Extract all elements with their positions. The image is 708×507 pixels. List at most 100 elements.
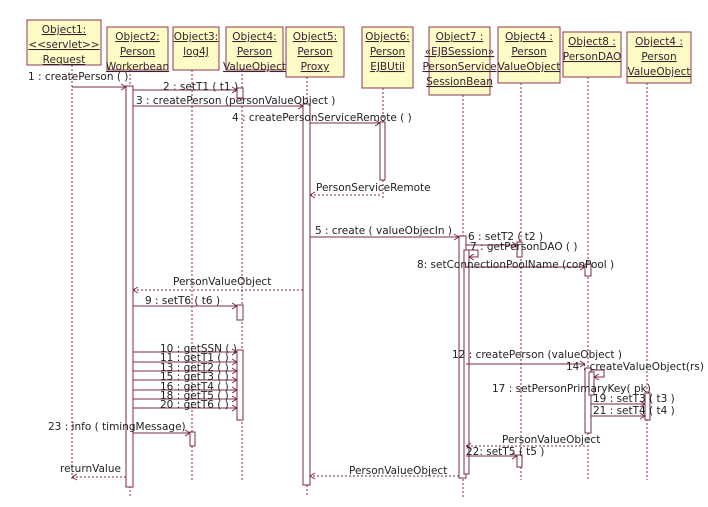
object-label: Object6:	[365, 31, 409, 43]
arrow-head	[231, 404, 238, 412]
object-label: Object4 :	[505, 31, 553, 43]
message-label: 2 : setT1 ( t1 )	[163, 81, 238, 93]
activation-bar	[588, 371, 595, 396]
arrow-head	[231, 376, 238, 384]
arrow-head	[231, 386, 238, 394]
object-box-6	[361, 26, 414, 89]
object-label: ValueObject	[627, 66, 690, 78]
message-label: 1 : createPerson ( )	[28, 71, 128, 83]
arrow-head	[297, 102, 304, 110]
object-label: Proxy	[301, 61, 330, 73]
arrow-head	[511, 241, 518, 249]
arrow-head	[639, 412, 646, 420]
object-box-2	[106, 26, 169, 71]
object-box-1	[26, 19, 102, 66]
activation-bar	[189, 431, 196, 447]
arrow-head	[579, 360, 586, 368]
object-label: Person	[511, 46, 546, 58]
arrow-head	[231, 86, 238, 94]
object-label: Workerbean	[106, 61, 169, 73]
message-label: 16 : getT4 ( )	[160, 381, 229, 393]
object-box-8	[497, 26, 561, 84]
object-label: EJBUtil	[370, 61, 405, 73]
message-label: 19 : setT3 ( t3 )	[593, 393, 675, 405]
message-label: 18 : getT5 ( )	[160, 390, 229, 402]
object-label: ValueObject	[497, 61, 560, 73]
return-label: PersonValueObject	[173, 276, 271, 288]
object-label: ValueObject	[223, 61, 286, 73]
message-label: 3 : createPerson (personValueObject )	[136, 95, 335, 107]
message-label: 5 : create ( valueObjecIn )	[315, 225, 452, 237]
object-label: Person	[370, 46, 405, 58]
message-label: 10 : getSSN ( )	[160, 343, 237, 355]
message-label: 11 : getT1 ( )	[160, 352, 229, 364]
return-label: returnValue	[60, 463, 121, 475]
object-label: Object3:	[174, 31, 218, 43]
activation-bar	[236, 304, 244, 321]
object-label: PersonService	[422, 61, 496, 73]
arrow-head	[132, 286, 139, 294]
message-label: 4 : createPersonServiceRemote ( )	[232, 112, 412, 124]
arrow-head	[120, 83, 127, 91]
object-label: Object4 :	[635, 36, 683, 48]
object-box-4	[225, 26, 284, 71]
object-label: Object1:	[42, 24, 86, 36]
activation-bar	[302, 103, 311, 486]
message-label: 14 : createValueObject(rs)	[566, 361, 704, 373]
message-label: 6 : setT2 ( t2 )	[468, 231, 543, 243]
message-label: 13 : getT2 ( )	[160, 362, 229, 374]
object-label: Object7 :	[436, 31, 484, 43]
object-label: Object5:	[293, 31, 337, 43]
object-label: Object4:	[232, 31, 276, 43]
object-box-10	[626, 31, 692, 84]
object-label: «EJBSession»	[425, 46, 495, 58]
arrow-head	[374, 119, 381, 127]
message-label: 15 : getT3 ( )	[160, 371, 229, 383]
arrow-head	[593, 373, 600, 381]
message-label: 8: setConnectionPoolName (conPool )	[417, 259, 614, 271]
activation-bar	[463, 249, 470, 475]
arrow-head	[465, 442, 472, 450]
arrow-head	[231, 348, 238, 356]
return-label: PersonServiceRemote	[316, 182, 431, 194]
activation-bar	[644, 392, 651, 421]
arrow-head	[184, 429, 191, 437]
object-box-9	[562, 31, 622, 78]
activation-bar	[516, 241, 523, 258]
object-box-5	[285, 26, 345, 78]
activation-bar	[379, 121, 386, 181]
activation-bar	[125, 85, 134, 488]
arrow-head	[468, 253, 475, 261]
self-message-line	[466, 249, 479, 258]
object-label: Person	[237, 46, 272, 58]
object-box-3	[172, 26, 220, 71]
arrow-head	[231, 395, 238, 403]
message-label: 12 : createPerson (valueObject )	[452, 349, 622, 361]
message-label: 21 : setT4 ( t4 )	[593, 405, 675, 417]
object-label: Request	[43, 54, 86, 66]
object-label: Person	[641, 51, 676, 63]
arrow-head	[231, 302, 238, 310]
arrow-head	[639, 400, 646, 408]
message-label: 9 : setT6 ( t6 )	[145, 295, 220, 307]
return-label: PersonValueObject	[349, 465, 447, 477]
self-message-line	[591, 369, 605, 378]
arrow-head	[453, 233, 460, 241]
activation-bar	[236, 87, 244, 99]
message-label: 23 : info ( timingMessage)	[48, 421, 186, 433]
object-label: Person	[120, 46, 155, 58]
activation-bar	[584, 367, 592, 434]
activation-bar	[236, 349, 244, 421]
message-label: 20 : getT6 ( )	[160, 399, 229, 411]
return-label: PersonValueObject	[502, 434, 600, 446]
arrow-head	[231, 358, 238, 366]
arrow-head	[309, 472, 316, 480]
arrow-head	[231, 367, 238, 375]
message-label: 7 : getPersonDAO ( )	[470, 241, 577, 253]
object-label: Object2:	[115, 31, 159, 43]
arrow-head	[309, 191, 316, 199]
object-label: SessionBean	[426, 76, 493, 88]
message-label: 22: setT5 ( t5 )	[466, 446, 544, 458]
